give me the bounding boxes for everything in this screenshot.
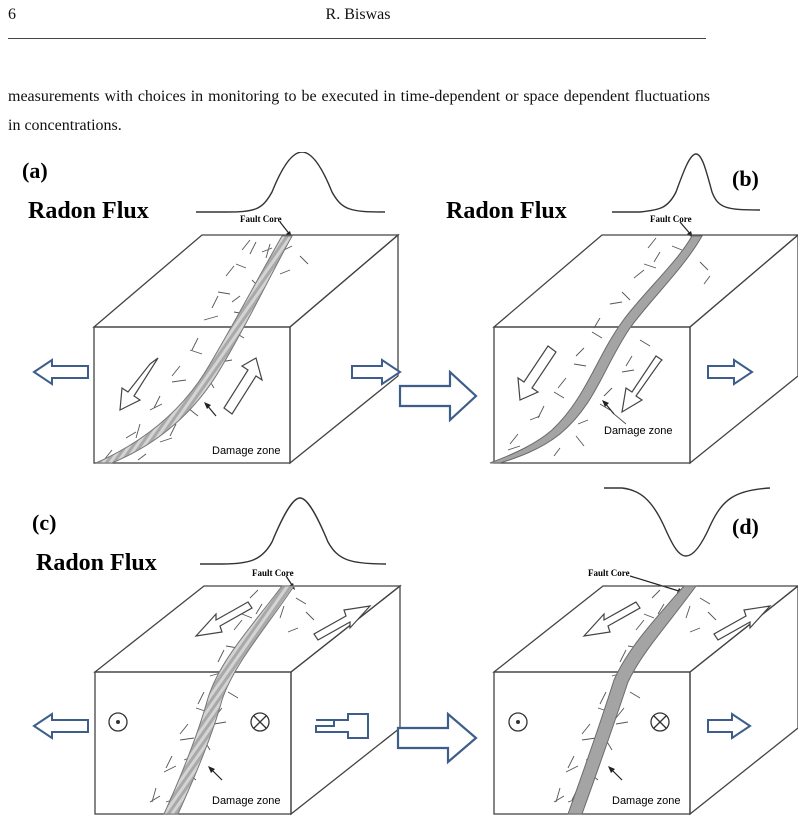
panel-d-fault-core xyxy=(567,585,697,815)
panel-a-fault-core-label: Fault Core xyxy=(240,214,282,224)
panel-c-fault-core-label: Fault Core xyxy=(252,568,294,578)
running-author: R. Biswas xyxy=(325,6,391,23)
panel-d-fault-core-label: Fault Core xyxy=(588,568,630,578)
panel-a-extension-arrow-right xyxy=(351,358,402,386)
panel-c-slip-arrow-right xyxy=(313,605,372,641)
page-number: 6 xyxy=(8,6,16,23)
panel-c-label: (c) xyxy=(32,510,56,535)
panel-a-slip-arrow-down xyxy=(119,357,159,412)
panel-b-fault-core-label: Fault Core xyxy=(650,214,692,224)
panel-c-radon-flux-label: Radon Flux xyxy=(36,550,157,576)
panel-b-damage-zone-label: Damage zone xyxy=(604,425,673,437)
cd-transition-arrow xyxy=(396,711,478,765)
panel-a-label: (a) xyxy=(22,158,48,183)
panel-b: (b) Radon Flux Fault Core Damage zone xyxy=(446,153,798,465)
panel-c-damage-zone xyxy=(149,589,315,803)
panel-d-into-page-symbol xyxy=(650,712,670,732)
panel-a-damage-zone xyxy=(103,239,309,461)
panel-c-extension-arrow-left xyxy=(32,712,89,740)
body-paragraph: measurements with choices in monitoring … xyxy=(8,88,710,134)
panel-d-slip-arrow-left xyxy=(582,601,641,637)
panel-a-damage-zone-label: Damage zone xyxy=(212,445,281,457)
panel-a-fault-core xyxy=(95,235,293,464)
panel-c-flux-curve xyxy=(200,497,387,565)
panel-a-radon-flux-label: Radon Flux xyxy=(28,198,149,224)
panel-d-damage-zone-label: Damage zone xyxy=(612,795,681,807)
panel-d-slip-arrow-right xyxy=(713,605,772,641)
panel-b-fault-core xyxy=(489,235,703,464)
panel-d: (d) Fault Core Damage zone xyxy=(492,487,798,816)
panel-c-into-page-symbol xyxy=(250,712,270,732)
panel-b-flux-curve xyxy=(612,153,761,213)
ab-transition-arrow xyxy=(398,369,478,423)
panel-d-compression-arrow-right xyxy=(707,712,752,740)
panel-d-label: (d) xyxy=(732,514,759,539)
running-head: 6 R. Biswas xyxy=(8,6,708,30)
panel-a-extension-arrow-left xyxy=(32,358,89,386)
panel-a-flux-curve xyxy=(196,152,386,213)
panel-c-slip-arrow-left xyxy=(194,601,253,637)
panel-c-fault-core xyxy=(163,585,295,815)
panel-d-flux-curve xyxy=(604,487,771,557)
fault-radon-flux-figure: (a) Radon Flux Fault Core Damage zone (b… xyxy=(22,152,798,816)
panel-a-block xyxy=(92,233,400,465)
panel-b-compression-arrow-right xyxy=(707,358,754,386)
panel-c: (c) Radon Flux Fault Core Damage zone xyxy=(32,497,402,816)
panel-d-damage-zone xyxy=(553,589,717,803)
panel-a-slip-arrow-up xyxy=(223,357,264,415)
panel-b-slip-arrow-down xyxy=(621,355,663,414)
panel-b-radon-flux-label: Radon Flux xyxy=(446,198,567,224)
panel-a: (a) Radon Flux Fault Core Damage zone xyxy=(22,152,402,465)
panel-b-label: (b) xyxy=(732,166,759,191)
header-rule xyxy=(8,38,706,39)
panel-b-slip-arrow-up xyxy=(517,345,557,401)
panel-c-compression-arrow-right xyxy=(315,713,369,739)
panel-c-damage-zone-label: Damage zone xyxy=(212,795,281,807)
